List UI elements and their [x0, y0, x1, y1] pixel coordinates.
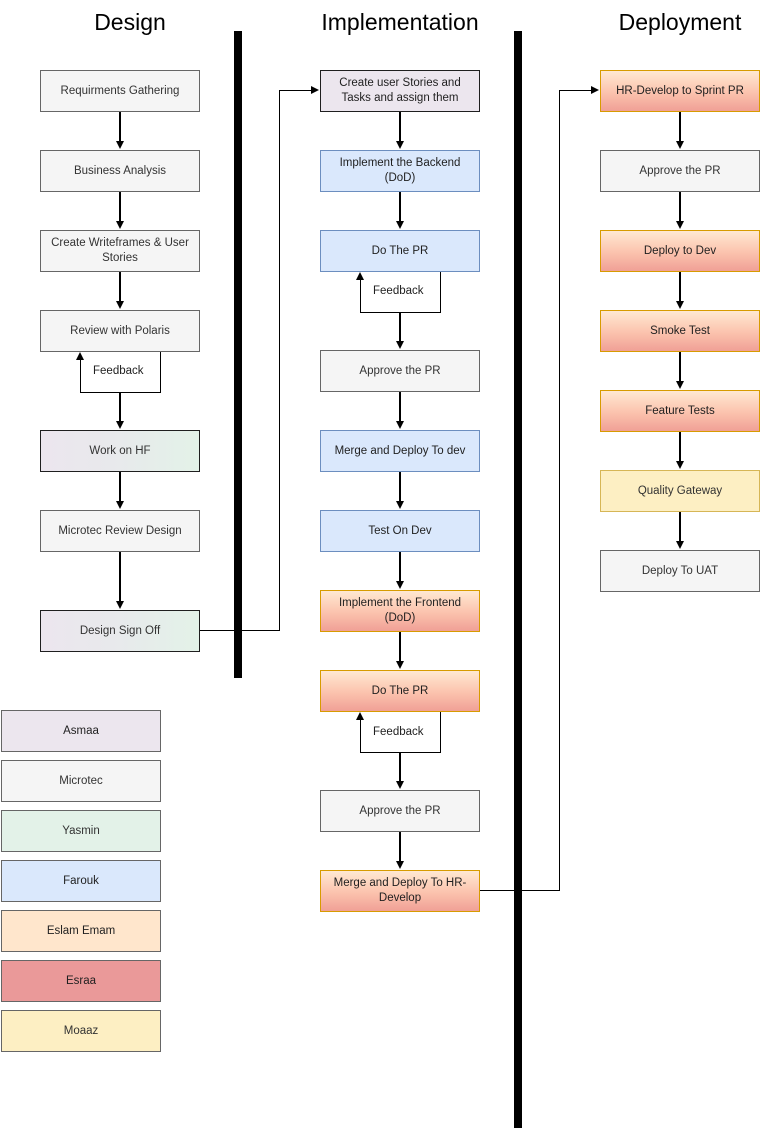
- edge-design-feedback-up: [80, 360, 82, 393]
- column-title-implementation: Implementation: [321, 9, 479, 35]
- edge-impl-6: [399, 552, 401, 582]
- label-impl-feedback-backend: Feedback: [370, 285, 427, 297]
- arrowhead-design-1: [115, 141, 124, 149]
- edge-depl-4: [679, 352, 681, 382]
- edge-impl-fb1-up: [360, 280, 362, 313]
- edge-impl-3: [399, 312, 401, 342]
- edge-impl-4: [399, 392, 401, 422]
- edge-impl-fb1-down: [440, 272, 442, 313]
- node-requirements-gathering[interactable]: Requirments Gathering: [40, 70, 200, 112]
- edge-design-feedback-down: [160, 352, 162, 393]
- edge-cross-2-b: [559, 90, 561, 891]
- arrowhead-depl-2: [675, 221, 684, 229]
- arrowhead-design-feedback: [76, 352, 85, 360]
- arrowhead-depl-4: [675, 381, 684, 389]
- arrowhead-impl-1: [395, 141, 404, 149]
- edge-cross-2-c: [559, 90, 592, 92]
- node-deploy-to-uat[interactable]: Deploy To UAT: [600, 550, 760, 592]
- column-separator-1: [234, 31, 242, 678]
- arrowhead-impl-3: [395, 341, 404, 349]
- edge-design-6: [119, 552, 121, 602]
- edge-cross-1-c: [279, 90, 312, 92]
- arrowhead-impl-2: [395, 221, 404, 229]
- node-do-the-pr-backend[interactable]: Do The PR: [320, 230, 480, 272]
- arrowhead-impl-5: [395, 501, 404, 509]
- legend-item-esraa[interactable]: Esraa: [1, 960, 161, 1002]
- edge-design-2: [119, 192, 121, 222]
- edge-impl-9: [399, 832, 401, 862]
- node-implement-the-frontend[interactable]: Implement the Frontend (DoD): [320, 590, 480, 632]
- arrowhead-depl-1: [675, 141, 684, 149]
- legend-item-farouk[interactable]: Farouk: [1, 860, 161, 902]
- arrowhead-design-4: [115, 421, 124, 429]
- node-create-writeframes-user-stories[interactable]: Create Writeframes & User Stories: [40, 230, 200, 272]
- edge-design-4: [119, 392, 121, 422]
- legend-item-yasmin[interactable]: Yasmin: [1, 810, 161, 852]
- edge-design-5: [119, 472, 121, 502]
- edge-impl-2: [399, 192, 401, 222]
- node-smoke-test[interactable]: Smoke Test: [600, 310, 760, 352]
- node-implement-the-backend[interactable]: Implement the Backend (DoD): [320, 150, 480, 192]
- node-review-with-polaris[interactable]: Review with Polaris: [40, 310, 200, 352]
- arrowhead-impl-9: [395, 861, 404, 869]
- edge-depl-6: [679, 512, 681, 542]
- edge-design-3: [119, 272, 121, 302]
- arrowhead-impl-4: [395, 421, 404, 429]
- node-create-user-stories-tasks[interactable]: Create user Stories and Tasks and assign…: [320, 70, 480, 112]
- arrowhead-impl-fb2: [356, 712, 365, 720]
- node-deploy-to-dev[interactable]: Deploy to Dev: [600, 230, 760, 272]
- arrowhead-depl-5: [675, 461, 684, 469]
- node-test-on-dev[interactable]: Test On Dev: [320, 510, 480, 552]
- legend-item-microtec[interactable]: Microtec: [1, 760, 161, 802]
- node-merge-and-deploy-to-dev[interactable]: Merge and Deploy To dev: [320, 430, 480, 472]
- edge-depl-3: [679, 272, 681, 302]
- node-merge-and-deploy-to-hr-develop[interactable]: Merge and Deploy To HR-Develop: [320, 870, 480, 912]
- node-quality-gateway[interactable]: Quality Gateway: [600, 470, 760, 512]
- edge-depl-2: [679, 192, 681, 222]
- label-design-feedback: Feedback: [90, 365, 147, 377]
- arrowhead-design-3: [115, 301, 124, 309]
- legend-item-asmaa[interactable]: Asmaa: [1, 710, 161, 752]
- arrowhead-depl-3: [675, 301, 684, 309]
- column-separator-2: [514, 31, 522, 1128]
- arrowhead-design-6: [115, 601, 124, 609]
- edge-impl-fb2-down: [440, 712, 442, 753]
- edge-impl-fb2-up: [360, 720, 362, 753]
- edge-cross-1-b: [279, 90, 281, 631]
- arrowhead-depl-6: [675, 541, 684, 549]
- edge-cross-1-a: [200, 630, 280, 632]
- edge-cross-2-a: [480, 890, 560, 892]
- arrowhead-design-2: [115, 221, 124, 229]
- node-hr-develop-to-sprint-pr[interactable]: HR-Develop to Sprint PR: [600, 70, 760, 112]
- node-do-the-pr-frontend[interactable]: Do The PR: [320, 670, 480, 712]
- edge-depl-1: [679, 112, 681, 142]
- arrowhead-cross-2: [591, 86, 599, 95]
- node-business-analysis[interactable]: Business Analysis: [40, 150, 200, 192]
- label-impl-feedback-frontend: Feedback: [370, 726, 427, 738]
- legend-item-moaaz[interactable]: Moaaz: [1, 1010, 161, 1052]
- arrowhead-impl-8: [395, 781, 404, 789]
- edge-design-1: [119, 112, 121, 142]
- arrowhead-impl-fb1: [356, 272, 365, 280]
- node-feature-tests[interactable]: Feature Tests: [600, 390, 760, 432]
- node-approve-the-pr-deployment[interactable]: Approve the PR: [600, 150, 760, 192]
- column-title-deployment: Deployment: [618, 9, 742, 35]
- node-approve-the-pr-frontend[interactable]: Approve the PR: [320, 790, 480, 832]
- arrowhead-impl-6: [395, 581, 404, 589]
- arrowhead-cross-1: [311, 86, 319, 95]
- node-work-on-hf[interactable]: Work on HF: [40, 430, 200, 472]
- edge-impl-7: [399, 632, 401, 662]
- edge-impl-1: [399, 112, 401, 142]
- arrowhead-impl-7: [395, 661, 404, 669]
- arrowhead-design-5: [115, 501, 124, 509]
- node-microtec-review-design[interactable]: Microtec Review Design: [40, 510, 200, 552]
- edge-depl-5: [679, 432, 681, 462]
- column-title-design: Design: [94, 9, 166, 35]
- legend-item-eslam-emam[interactable]: Eslam Emam: [1, 910, 161, 952]
- node-design-sign-off[interactable]: Design Sign Off: [40, 610, 200, 652]
- edge-impl-8: [399, 752, 401, 782]
- edge-impl-5: [399, 472, 401, 502]
- node-approve-the-pr-backend[interactable]: Approve the PR: [320, 350, 480, 392]
